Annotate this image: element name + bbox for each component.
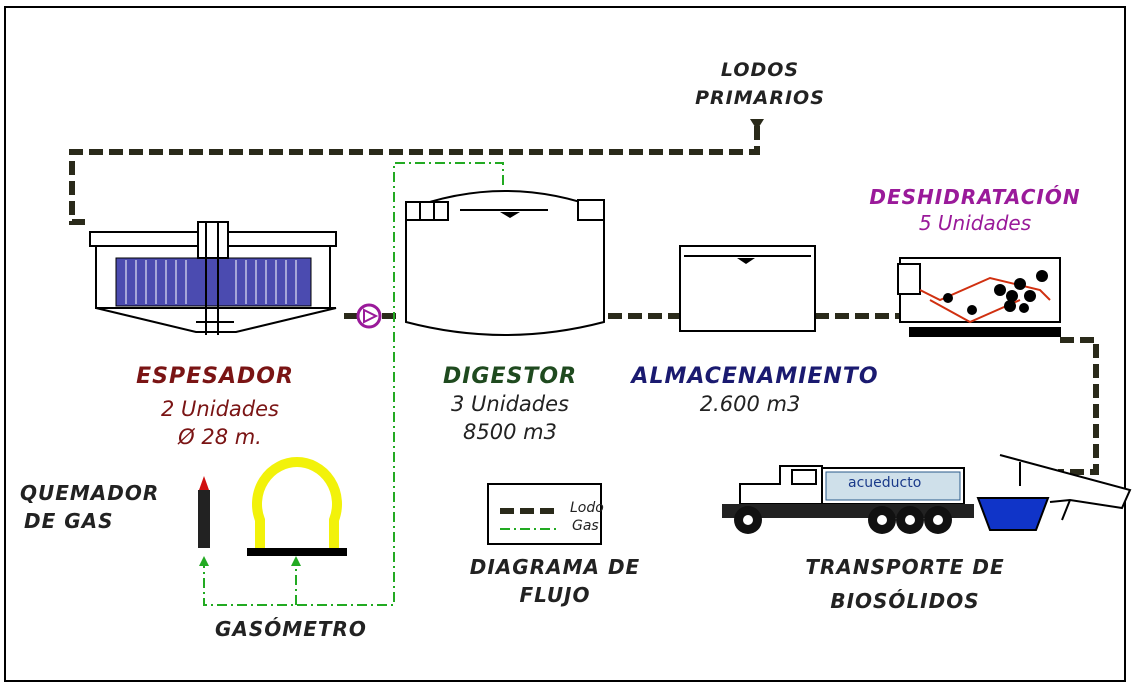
lodos-primarios-label-line2: PRIMARIOS [695,87,825,109]
gasometro-icon [247,457,347,556]
espesador-diameter: Ø 28 m. [178,425,262,449]
conveyor-icon [999,454,1132,521]
espesador-blades [125,260,297,304]
biosolids-bin [976,497,1050,531]
digestor-units: 3 Unidades [451,392,569,416]
belt-press [897,257,1061,337]
espesador-units: 2 Unidades [161,397,279,421]
deshidratacion-to-transport-line [1058,337,1099,475]
almacenamiento-title: ALMACENAMIENTO [631,364,879,389]
legend-gas-label: Gas [572,518,599,534]
digestor-level [500,212,520,218]
legend-box [487,483,602,545]
gas-arrow-gasometro [291,556,301,566]
gas-arrow-quemador [199,556,209,566]
quemador-label-line1: QUEMADOR [20,481,160,505]
sludge-lines [69,126,1099,475]
diagram-title-line2: FLUJO [519,583,591,607]
belt-press-rollers [943,270,1048,315]
truck-logo-text: acueducto [848,475,922,491]
diagram-title-line1: DIAGRAMA DE [469,555,641,579]
deshidratacion-title: DESHIDRATACIÓN [869,185,1081,209]
digestor-volume: 8500 m3 [463,420,557,444]
quemador-label-line2: DE GAS [24,509,114,533]
digestor-tank [405,190,605,336]
digestor-title: DIGESTOR [442,364,578,389]
almacenamiento-volume: 2.600 m3 [699,392,801,416]
deshidratacion-units: 5 Unidades [918,211,1032,235]
transporte-label-line1: TRANSPORTE DE [805,555,1005,579]
gasometro-label: GASÓMETRO [215,617,367,641]
truck-icon [722,465,974,534]
diagram-frame [4,6,1126,682]
lodos-primarios-line [69,126,760,225]
espesador-tank [89,221,337,335]
legend-lodo-label: Lodo [570,500,604,516]
gas-lines [203,162,504,606]
almacenamiento-level [737,258,755,264]
lodos-inlet-marker [750,119,764,130]
quemador-icon [198,476,210,548]
transporte-label-line2: BIOSÓLIDOS [830,589,980,613]
lodos-primarios-label-line1: LODOS [720,59,800,81]
espesador-title: ESPESADOR [136,364,294,389]
